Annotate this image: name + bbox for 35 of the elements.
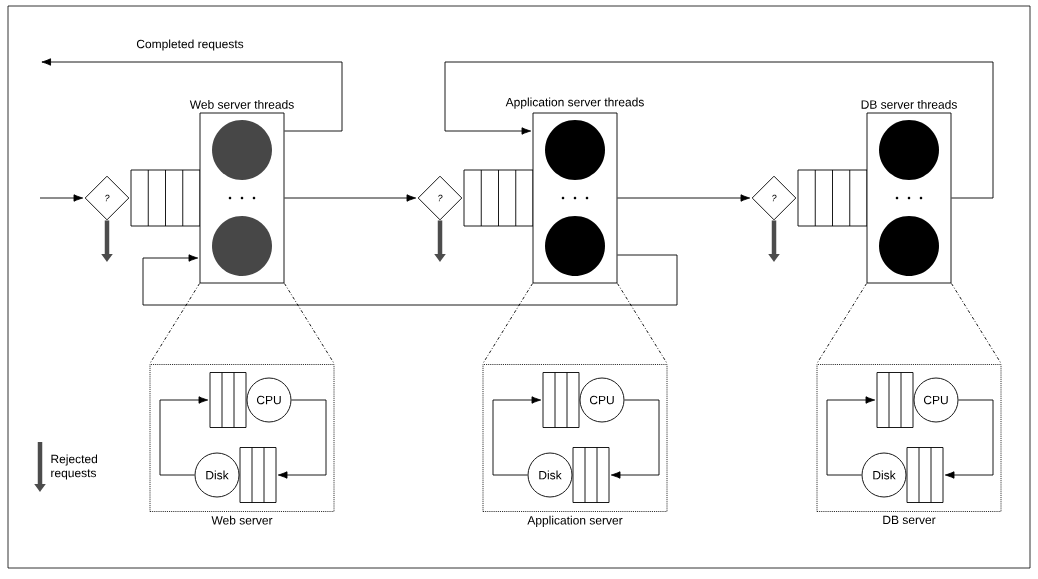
node-label: DB server threads [861, 99, 957, 109]
arrow [277, 399, 327, 479]
queue [209, 372, 247, 428]
queue [572, 447, 610, 503]
queue [876, 372, 914, 428]
arrow [142, 254, 678, 306]
queue [130, 169, 201, 227]
arrow [41, 58, 343, 132]
zoom-line [482, 283, 533, 365]
node-label: Application server threads [505, 97, 644, 109]
zoom-line [617, 283, 668, 365]
queue [239, 447, 277, 503]
queue [542, 372, 580, 428]
node-label: Web server threads [189, 99, 294, 109]
node-label: Web server [211, 515, 273, 525]
legend-label: Rejected requests [51, 454, 98, 480]
queue [906, 447, 944, 503]
queue [797, 169, 868, 227]
arrow [39, 194, 84, 202]
arrow [617, 194, 751, 202]
node-label: Application server [527, 515, 623, 527]
zoom-line [816, 283, 867, 365]
arrow [610, 399, 660, 479]
zoom-line [149, 283, 200, 365]
arrow [944, 399, 994, 479]
arrow [159, 396, 209, 476]
edge-label: Completed requests [135, 38, 245, 52]
arrow [284, 194, 417, 202]
arrow [492, 396, 542, 476]
node-label: DB server [883, 515, 936, 525]
zoom-line [284, 283, 335, 365]
zoom-line [951, 283, 1002, 365]
arrow [444, 61, 994, 199]
arrow [826, 396, 876, 476]
queue [463, 169, 534, 227]
